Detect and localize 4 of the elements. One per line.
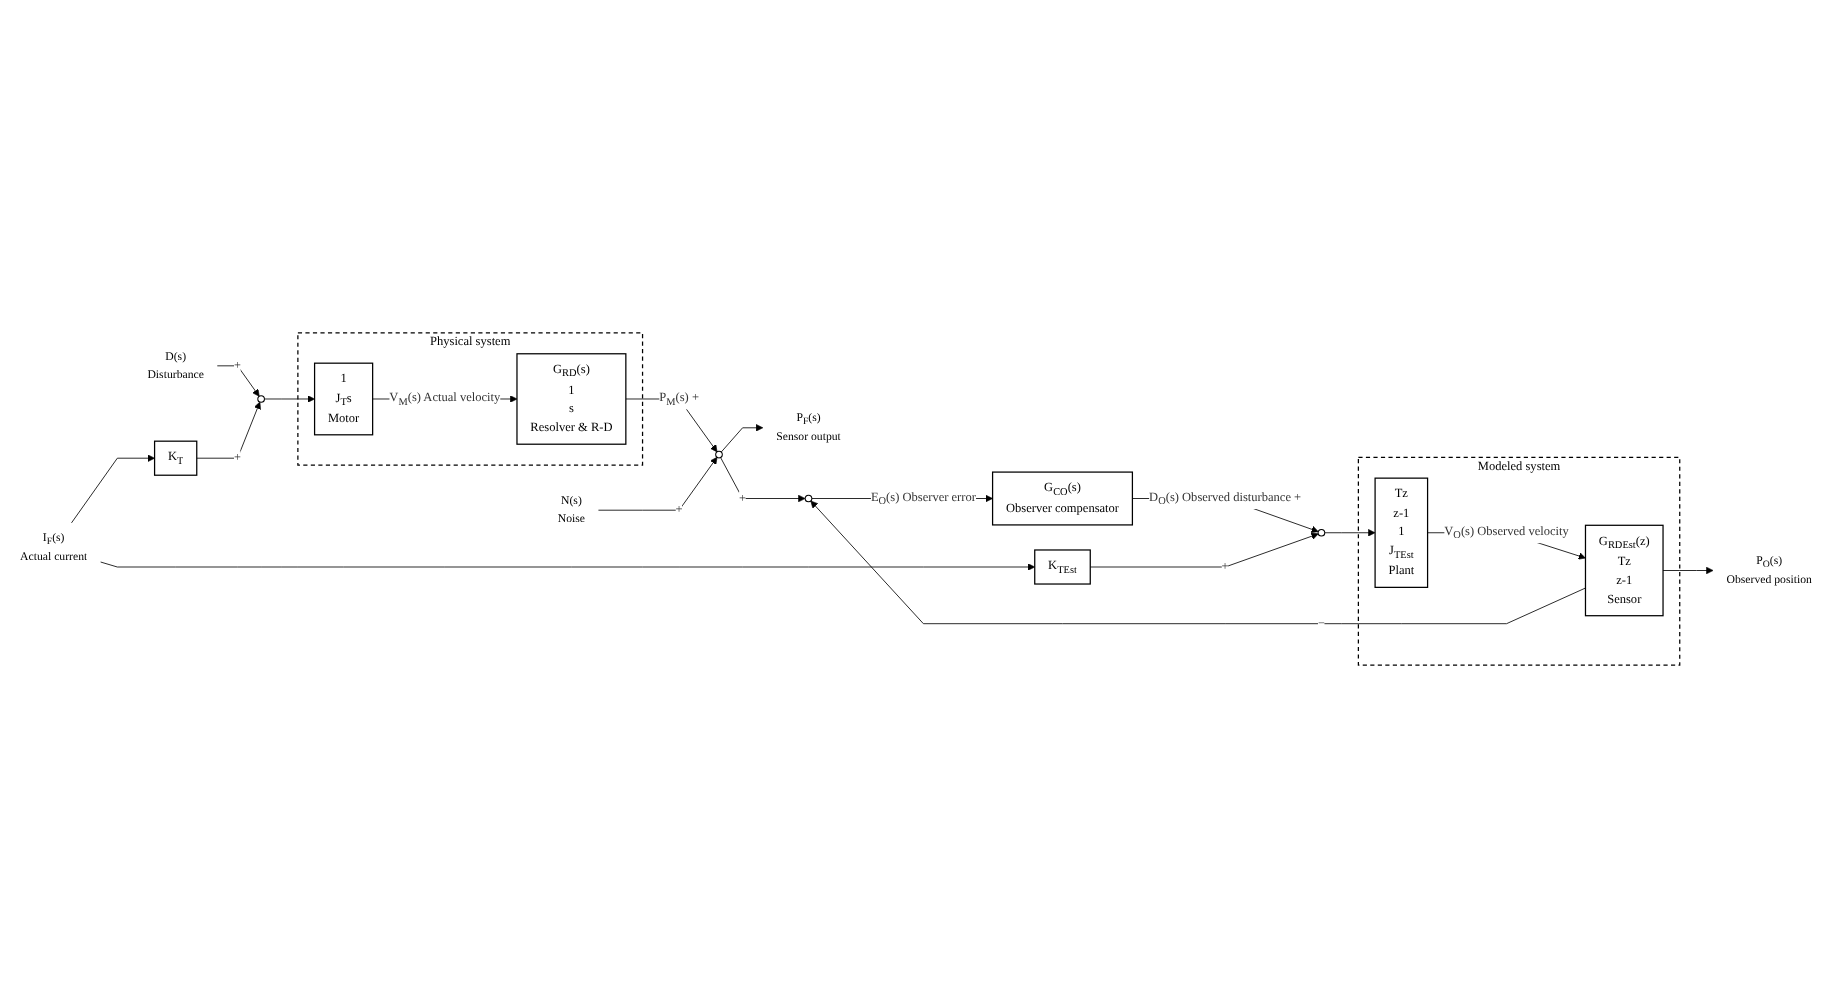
node-circle [804, 494, 813, 503]
node-circle [1317, 528, 1326, 537]
node-circle [257, 395, 265, 403]
node-circle [715, 450, 723, 459]
